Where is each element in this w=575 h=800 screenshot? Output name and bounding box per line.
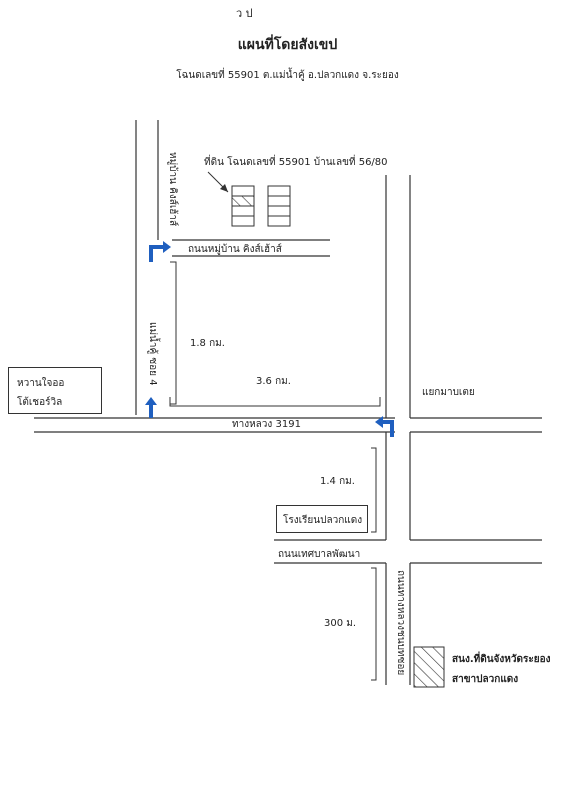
arrow-highway-turn [375, 416, 394, 437]
building-blocks [231, 185, 291, 227]
arrow-soi4-up [145, 397, 157, 418]
village-road-label: ถนนหมู่บ้าน คิงส์เฮ้าส์ [188, 243, 282, 255]
land-pointer-head [220, 184, 228, 192]
lower-vertical-label: ถนนทางหลวงชนบทซอย [395, 570, 406, 675]
land-office-parcel [413, 646, 445, 688]
lower-vertical-road [385, 563, 411, 685]
distance-3-6km: 3.6 กม. [256, 376, 291, 387]
distance-300m: 300 ม. [324, 618, 356, 629]
junction-label: แยกมาบเตย [422, 387, 475, 398]
office-label-line1: สนง.ที่ดินจังหวัดระยอง [452, 651, 551, 665]
left-landmark-box: หวานใจออ โต้เชอร์วิล [8, 367, 102, 414]
map-title: แผนที่โดยสังเขป [237, 37, 338, 53]
top-mark: ว ป [236, 7, 253, 20]
school-label: โรงเรียนปลวกแดง [283, 515, 363, 526]
left-landmark-line2: โต้เชอร์วิล [17, 397, 63, 408]
arrow-village-turn [149, 241, 171, 262]
land-label: ที่ดิน โฉนดเลขที่ 55901 บ้านเลขที่ 56/80 [204, 154, 388, 168]
village-vertical-label: หมู่บ้าน คิงส์เฮ้าส์ [167, 152, 179, 226]
village-road [172, 239, 330, 257]
municipal-road [274, 539, 542, 564]
map-subtitle: โฉนดเลขที่ 55901 ต.แม่น้ำคู้ อ.ปลวกแดง จ… [176, 70, 399, 81]
highway-3191 [34, 417, 542, 433]
office-label-line2: สาขาปลวกแดง [452, 673, 518, 685]
left-landmark-line1: หวานใจออ [17, 378, 65, 389]
soi4-label: แม่น้ำคู้ ซอย 4 [147, 322, 161, 386]
school-box: โรงเรียนปลวกแดง [276, 505, 368, 533]
distance-1-8km: 1.8 กม. [190, 338, 225, 349]
distance-1-4km: 1.4 กม. [320, 476, 355, 487]
right-vertical-road [385, 175, 411, 540]
soi4-road [135, 120, 159, 415]
highway-label: ทางหลวง 3191 [232, 419, 301, 430]
municipal-road-label: ถนนเทศบาลพัฒนา [278, 549, 360, 560]
dimension-lines [169, 261, 381, 681]
